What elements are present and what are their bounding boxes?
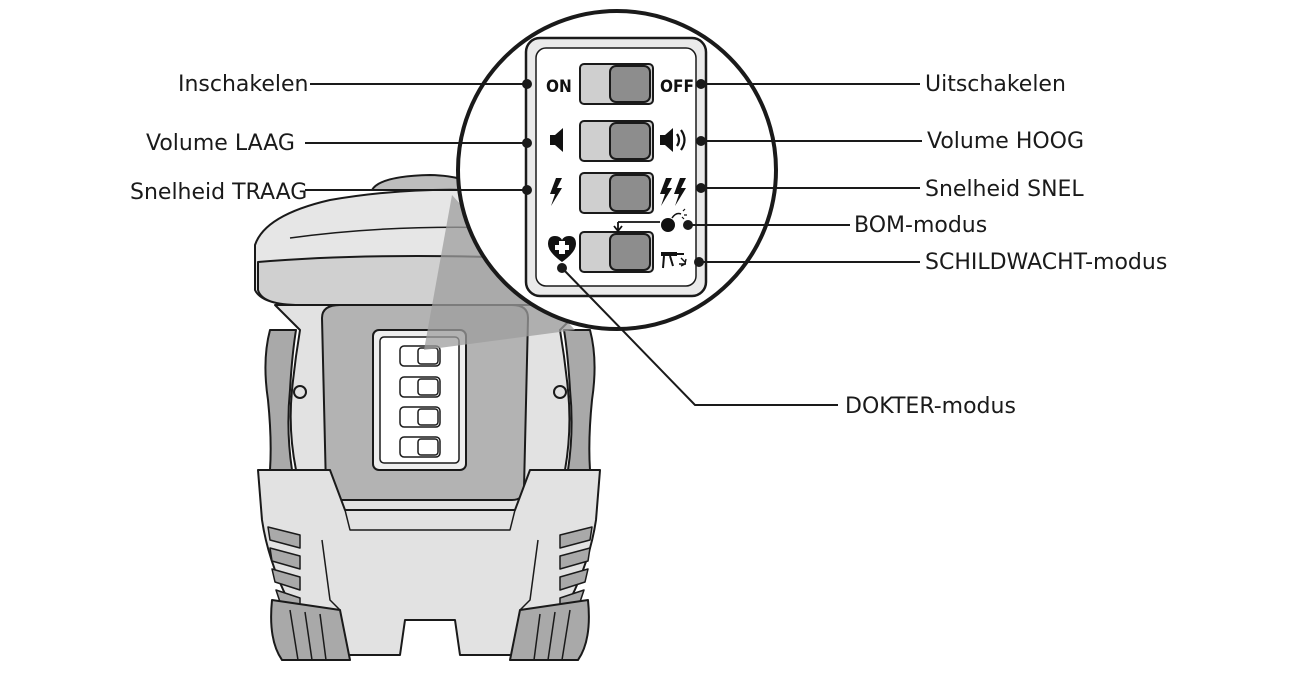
label-volume-high: Volume HOOG: [927, 129, 1084, 154]
robot-mini-switches: [399, 345, 441, 458]
speaker-high-icon: [660, 128, 686, 152]
switch-mode[interactable]: [579, 231, 654, 273]
label-speed-slow: Snelheid TRAAG: [130, 180, 307, 205]
label-doctor-mode: DOKTER-modus: [845, 394, 1016, 419]
switch-off-text: OFF: [660, 77, 694, 97]
robot-right-vents: [559, 526, 593, 609]
switch-speed[interactable]: [579, 172, 654, 214]
switch-volume[interactable]: [579, 120, 654, 162]
doctor-heart-cross-icon: [548, 236, 576, 262]
label-bomb-mode: BOM-modus: [854, 213, 987, 238]
lightning-single-icon: [550, 178, 562, 206]
leader-lines: [305, 79, 922, 406]
label-power-on: Inschakelen: [178, 72, 309, 97]
sentry-icon: [661, 252, 687, 269]
switch-on-text: ON: [546, 77, 572, 97]
magnifier-circle: ON OFF: [456, 9, 778, 331]
label-sentry-mode: SCHILDWACHT-modus: [925, 250, 1167, 275]
lightning-double-icon: [660, 178, 686, 206]
label-power-off: Uitschakelen: [925, 72, 1066, 97]
label-speed-fast: Snelheid SNEL: [925, 177, 1084, 202]
speaker-low-icon: [550, 128, 563, 152]
switch-panel-inner: [535, 47, 697, 287]
bomb-icon: [661, 208, 687, 232]
label-volume-low: Volume LAAG: [146, 131, 295, 156]
down-arrow-icon: [613, 221, 660, 233]
switch-power[interactable]: [579, 63, 654, 105]
robot-figure: [254, 174, 614, 661]
